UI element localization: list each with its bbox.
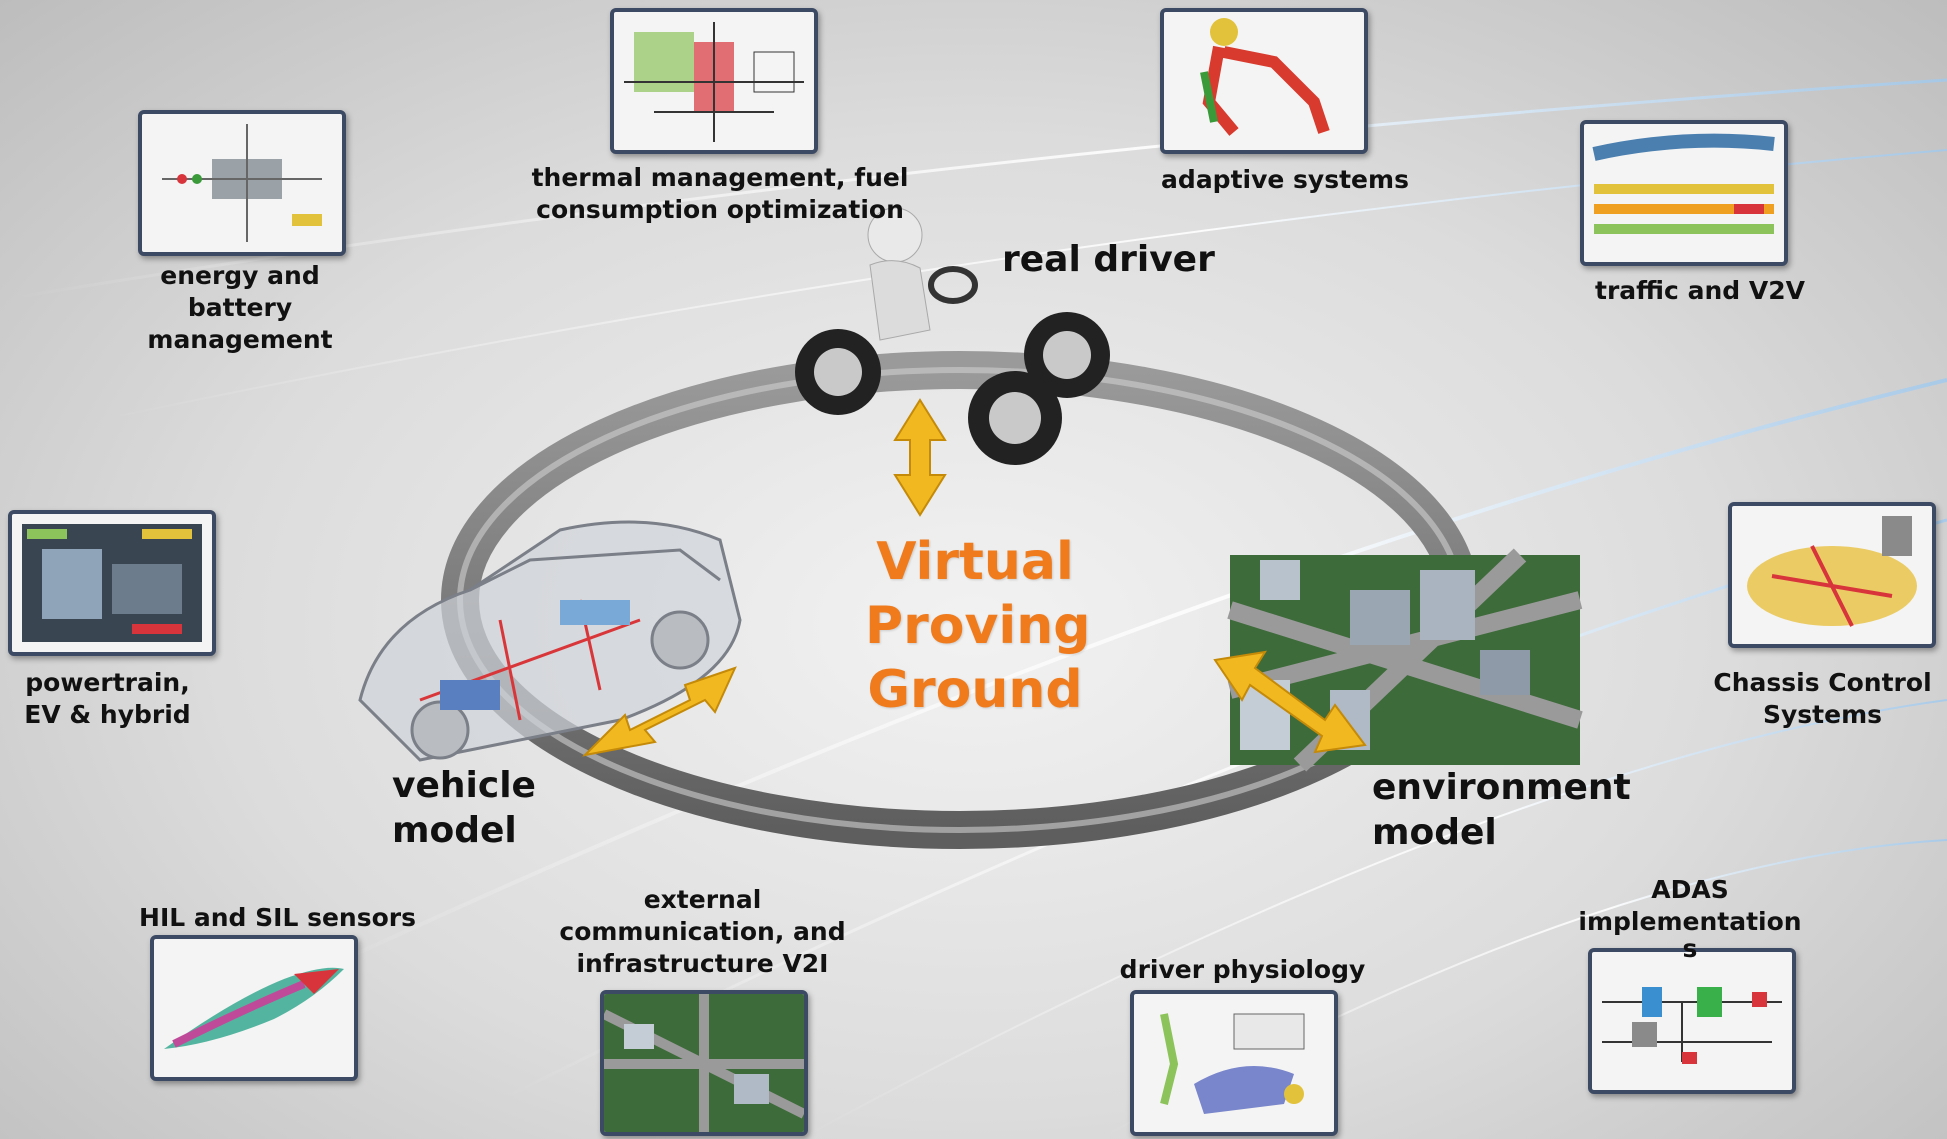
label-line: EV & hybrid	[24, 700, 191, 729]
label-line: adaptive systems	[1161, 165, 1409, 194]
label-line: thermal management, fuel	[531, 163, 909, 192]
external-communication-thumbnail	[600, 990, 808, 1136]
center-title: Virtual Proving Ground	[865, 530, 1091, 722]
hil-sil-sensors-label: HIL and SIL sensors	[130, 902, 425, 934]
driver-physiology-thumbnail	[1130, 990, 1338, 1136]
energy-battery-thumbnail	[138, 110, 346, 256]
real-driver-text: real driver	[1002, 239, 1215, 280]
environment-model-line: environment	[1372, 767, 1631, 808]
powertrain-thumbnail	[8, 510, 216, 656]
real-driver-label: real driver	[1002, 237, 1262, 282]
chassis-control-thumbnail	[1728, 502, 1936, 648]
center-title-line: Proving	[865, 596, 1091, 656]
chassis-control-label: Chassis Control Systems	[1700, 667, 1945, 731]
environment-model-line: model	[1372, 812, 1497, 853]
hil-sil-sensors-thumbnail	[150, 935, 358, 1081]
traffic-v2v-label: traffic and V2V	[1560, 275, 1840, 307]
vehicle-model-line: vehicle	[392, 765, 536, 806]
label-line: Chassis Control	[1713, 668, 1932, 697]
driver-physiology-label: driver physiology	[1110, 954, 1375, 986]
real-driver-figure	[795, 207, 1110, 465]
label-line: Systems	[1762, 700, 1883, 729]
environment-model-label: environment model	[1372, 765, 1632, 855]
adaptive-systems-label: adaptive systems	[1130, 164, 1440, 196]
label-line: ADAS	[1651, 875, 1729, 904]
thermal-management-thumbnail	[610, 8, 818, 154]
vehicle-wireframe-image	[358, 520, 742, 762]
thermal-management-label: thermal management, fuel consumption opt…	[520, 162, 920, 226]
traffic-v2v-thumbnail	[1580, 120, 1788, 266]
label-line: energy and	[160, 261, 320, 290]
label-line: battery	[187, 293, 293, 322]
label-line: consumption optimization	[536, 195, 904, 224]
adas-thumbnail	[1588, 948, 1796, 1094]
label-line: driver physiology	[1119, 955, 1366, 984]
label-line: infrastructure V2I	[576, 949, 829, 978]
adas-label: ADAS implementation s	[1560, 874, 1820, 963]
environment-city-image	[1227, 548, 1583, 772]
vehicle-model-line: model	[392, 810, 517, 851]
vehicle-model-label: vehicle model	[392, 763, 592, 853]
label-line: HIL and SIL sensors	[139, 903, 416, 932]
adaptive-systems-thumbnail	[1160, 8, 1368, 154]
label-line: implementation	[1578, 907, 1802, 936]
label-line: communication, and	[559, 917, 846, 946]
label-line: s	[1682, 934, 1698, 963]
label-line: external	[643, 885, 762, 914]
center-title-line: Virtual	[876, 532, 1074, 592]
label-line: powertrain,	[25, 668, 190, 697]
bidirectional-arrows	[582, 398, 1367, 757]
external-communication-label: external communication, and infrastructu…	[540, 884, 865, 980]
powertrain-label: powertrain, EV & hybrid	[0, 667, 215, 731]
center-title-line: Ground	[867, 660, 1083, 720]
label-line: management	[147, 325, 333, 354]
label-line: traffic and V2V	[1595, 276, 1805, 305]
energy-battery-label: energy and battery management	[120, 260, 360, 356]
